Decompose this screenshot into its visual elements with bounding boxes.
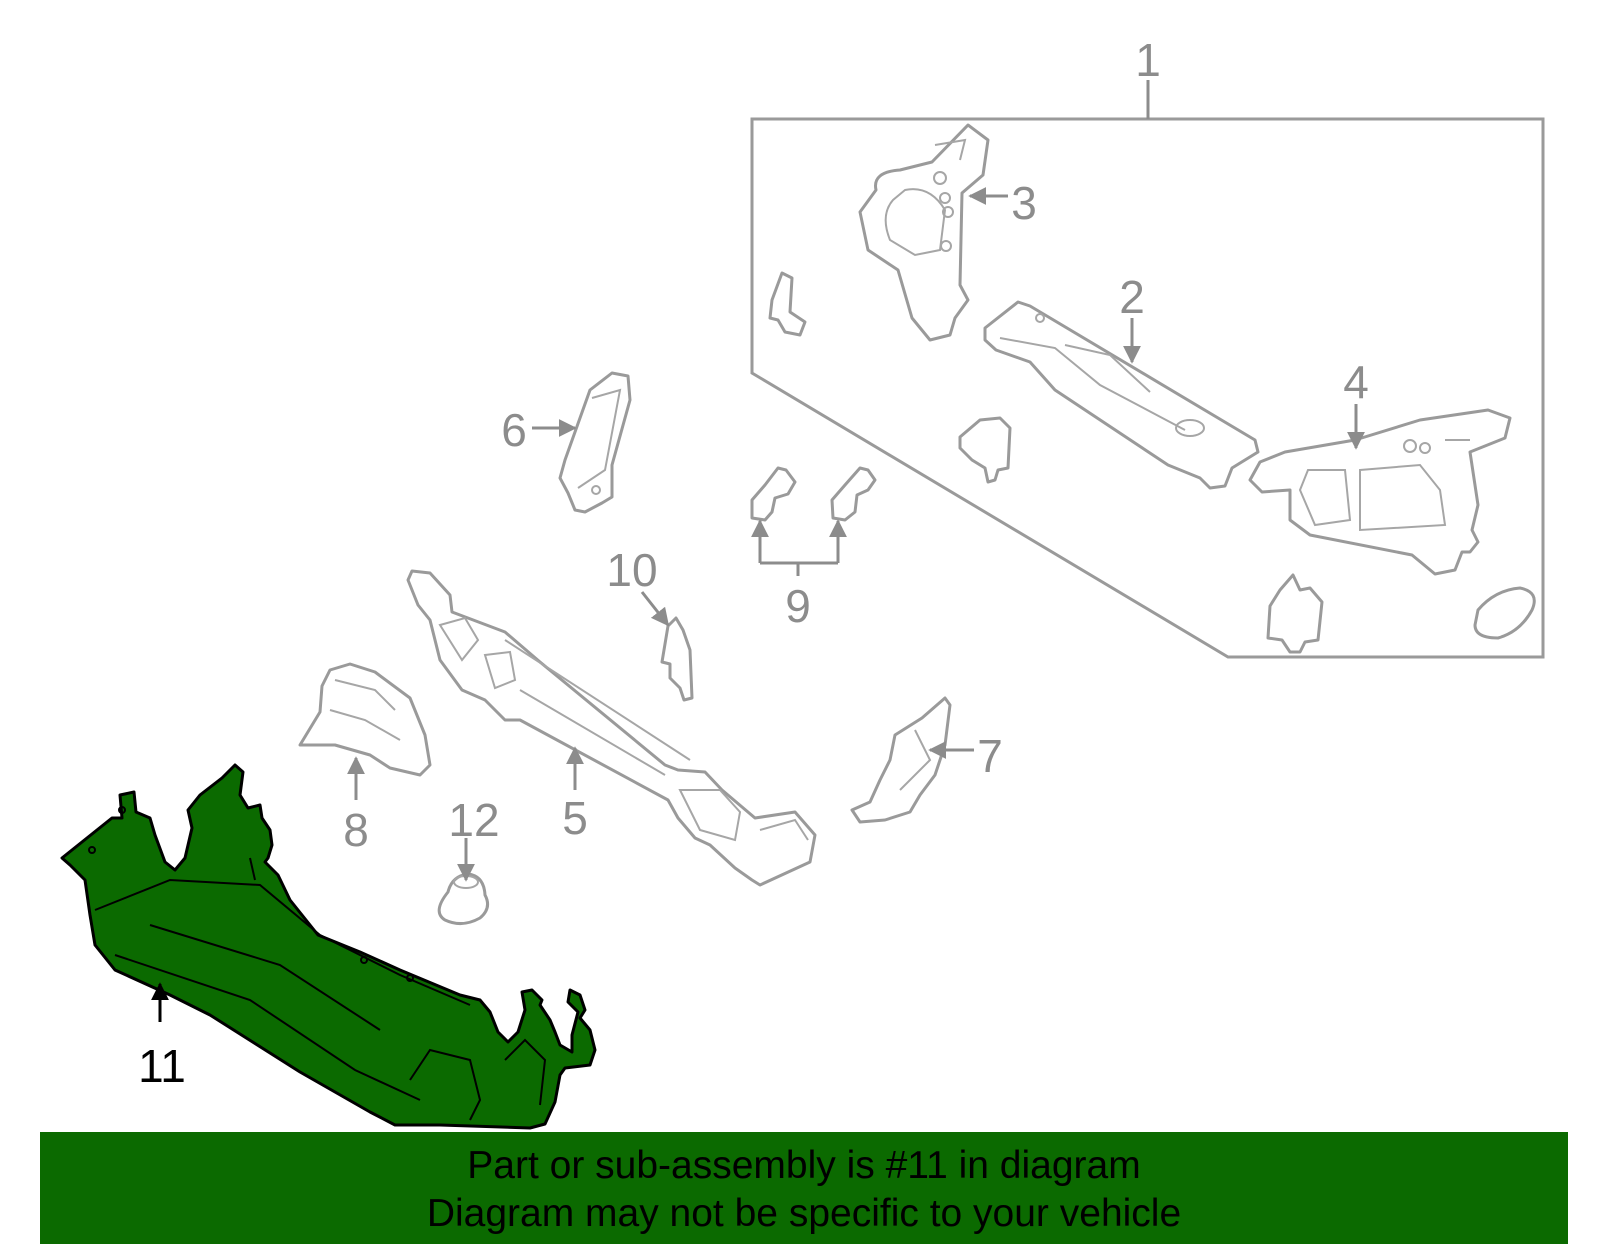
callout-11[interactable]: 11 [138, 1040, 186, 1092]
part-11[interactable] [60, 763, 597, 1130]
small-bracket-bottom[interactable] [1266, 573, 1324, 654]
info-banner: Part or sub-assembly is #11 in diagram D… [40, 1132, 1568, 1244]
banner-line-2: Diagram may not be specific to your vehi… [426, 1192, 1182, 1235]
part-10[interactable] [660, 616, 694, 702]
small-bracket-left[interactable] [768, 271, 807, 337]
part-12[interactable] [437, 872, 490, 925]
callout-9[interactable]: 9 [785, 580, 811, 632]
part-3[interactable] [858, 123, 990, 342]
part-5[interactable] [406, 569, 817, 887]
leader-10 [640, 591, 670, 627]
callout-2[interactable]: 2 [1119, 271, 1145, 323]
callout-12[interactable]: 12 [448, 794, 499, 846]
part-7[interactable] [850, 696, 952, 824]
small-plug[interactable] [1473, 586, 1536, 640]
part-8[interactable] [298, 662, 432, 777]
callout-8[interactable]: 8 [343, 804, 369, 856]
part-6[interactable] [558, 371, 632, 514]
callout-1[interactable]: 1 [1135, 34, 1161, 86]
callout-3[interactable]: 3 [1011, 177, 1037, 229]
callout-5[interactable]: 5 [562, 792, 588, 844]
callout-10[interactable]: 10 [606, 544, 657, 596]
leader-9 [751, 519, 847, 576]
callout-7[interactable]: 7 [977, 730, 1003, 782]
assembly-box [750, 117, 1545, 659]
part-2[interactable] [983, 300, 1260, 490]
callout-4[interactable]: 4 [1343, 356, 1369, 408]
part-9[interactable] [750, 466, 877, 522]
banner-line-1: Part or sub-assembly is #11 in diagram [467, 1144, 1141, 1187]
callout-6[interactable]: 6 [501, 404, 527, 456]
part-4[interactable] [1248, 408, 1512, 576]
small-clip-center[interactable] [958, 416, 1012, 484]
